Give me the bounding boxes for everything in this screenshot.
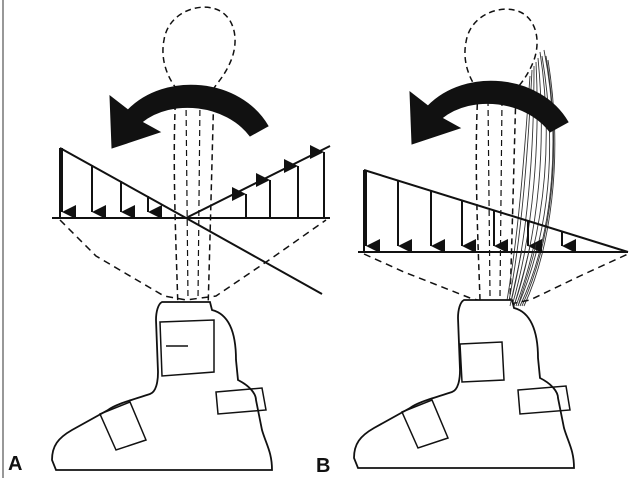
- rotation-arrow-b: [409, 80, 569, 145]
- panel-a: A: [8, 6, 331, 475]
- calf-muscle-fibers-lower: [509, 243, 537, 307]
- leg-outline-b: [464, 8, 538, 301]
- boot-buckle-lower-a: [98, 401, 148, 451]
- ski-boot-a: [51, 301, 273, 471]
- boot-buckle-upper-a: [215, 387, 267, 415]
- fibula-line-a: [197, 99, 201, 301]
- ski-boot-b: [353, 299, 575, 469]
- crossing-line-a: [185, 217, 323, 295]
- rotation-arrow-a: [109, 84, 269, 149]
- projection-triangle-a: [59, 219, 327, 301]
- pressure-slope-right-a: [185, 145, 331, 219]
- projection-triangle-b: [363, 253, 629, 307]
- fibula-line-b: [499, 99, 503, 297]
- boot-tongue-a: [159, 319, 215, 377]
- pressure-slope-left-a: [59, 147, 187, 219]
- boot-buckle-upper-b: [517, 385, 571, 415]
- panel-b: B: [316, 8, 629, 477]
- pressure-slope-b: [363, 169, 629, 253]
- boot-tongue-b: [459, 341, 505, 383]
- tibia-line-a: [185, 99, 189, 301]
- panel-label-a: A: [8, 453, 22, 475]
- tibia-line-b: [487, 99, 491, 297]
- leg-outline-a: [162, 6, 236, 311]
- panel-label-b: B: [316, 455, 330, 477]
- boot-buckle-lower-b: [400, 399, 450, 449]
